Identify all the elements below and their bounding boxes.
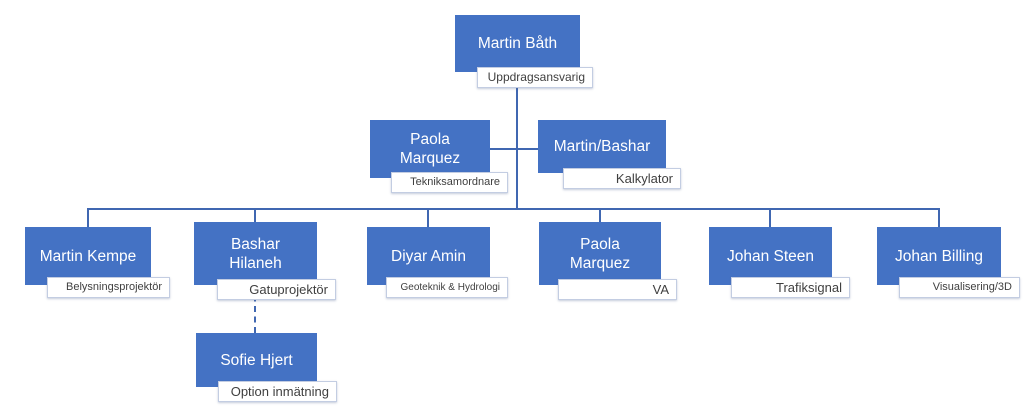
connector-drop-johan-billing	[938, 208, 940, 227]
person-name: Johan Billing	[895, 247, 983, 265]
connector-drop-martin-kempe	[87, 208, 89, 227]
connector-dashed-sofie-hjert	[254, 285, 256, 333]
person-name: Paola Marquez	[569, 235, 631, 272]
connector-drop-paola-marquez	[599, 208, 601, 222]
role-label-belysningsprojektor: Belysningsprojektör	[47, 277, 170, 298]
role-label-option-inmatning: Option inmätning	[218, 381, 337, 402]
person-name: Martin Båth	[477, 35, 558, 52]
person-name: Johan Steen	[726, 247, 815, 265]
role-label-uppdragsansvarig: Uppdragsansvarig	[477, 67, 593, 88]
org-node-paola-marquez-coordinator: Paola Marquez	[370, 120, 490, 178]
org-node-paola-marquez-va: Paola Marquez	[539, 222, 661, 285]
connector-martin-bashar-horizontal	[518, 148, 538, 150]
role-label-gatuprojektor: Gatuprojektör	[217, 279, 336, 300]
org-node-johan-steen: Johan Steen	[709, 227, 832, 285]
connector-bus-horizontal	[87, 208, 940, 210]
role-label-tekniksamordnare: Tekniksamordnare	[391, 172, 508, 193]
person-name: Bashar Hilaneh	[229, 235, 282, 272]
role-label-visualisering-3d: Visualisering/3D	[899, 277, 1020, 298]
role-label-kalkylator: Kalkylator	[563, 168, 681, 189]
connector-drop-bashar-hilaneh	[254, 208, 256, 222]
person-name: Paola Marquez	[399, 131, 461, 167]
person-name: Sofie Hjert	[220, 351, 293, 369]
person-name: Diyar Amin	[391, 247, 466, 265]
org-node-martin-bashar: Martin/Bashar	[538, 120, 666, 173]
connector-paola2-horizontal	[490, 148, 516, 150]
connector-root-vertical	[516, 71, 518, 210]
org-node-martin-bath: Martin Båth	[455, 15, 580, 72]
role-label-geoteknik-hydrologi: Geoteknik & Hydrologi	[386, 277, 508, 298]
org-node-martin-kempe: Martin Kempe	[25, 227, 151, 285]
org-node-bashar-hilaneh: Bashar Hilaneh	[194, 222, 317, 285]
connector-drop-johan-steen	[769, 208, 771, 227]
org-node-diyar-amin: Diyar Amin	[367, 227, 490, 285]
person-name: Martin Kempe	[39, 247, 137, 265]
connector-drop-diyar-amin	[427, 208, 429, 227]
role-label-trafiksignal: Trafiksignal	[731, 277, 850, 298]
role-label-va: VA	[558, 279, 677, 300]
org-node-sofie-hjert: Sofie Hjert	[196, 333, 317, 387]
person-name: Martin/Bashar	[553, 138, 651, 155]
org-node-johan-billing: Johan Billing	[877, 227, 1001, 285]
